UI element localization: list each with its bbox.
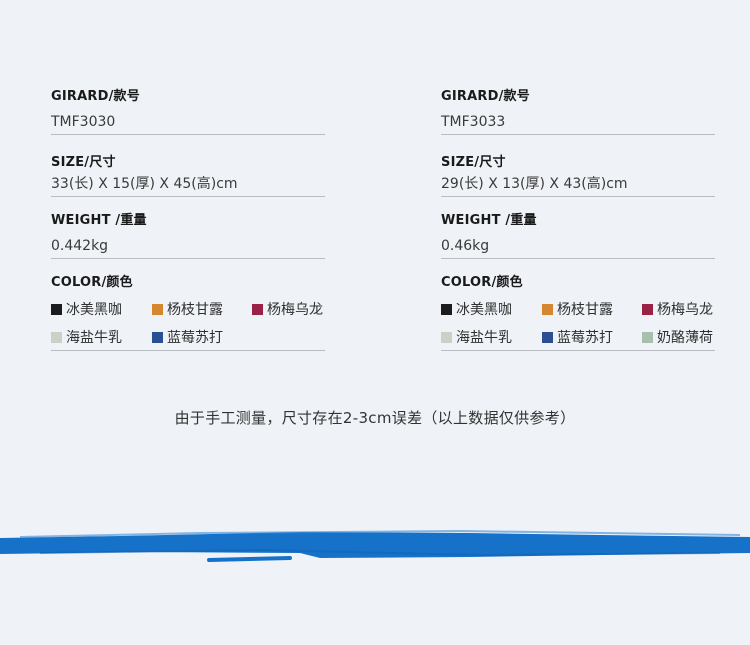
blue-brush-stroke	[0, 529, 750, 562]
weight-section: WEIGHT /重量 0.442kg	[51, 212, 325, 259]
color-swatch	[152, 303, 163, 315]
color-swatch	[51, 331, 62, 343]
color-name: 杨梅乌龙	[657, 302, 713, 318]
color-swatch	[542, 331, 553, 343]
size-value: 33(长) X 15(厚) X 45(高)cm	[51, 176, 238, 192]
color-name: 冰美黑咖	[456, 302, 512, 318]
weight-label: WEIGHT /重量	[51, 213, 147, 228]
color-name: 蓝莓苏打	[167, 330, 223, 346]
color-swatch	[51, 303, 62, 315]
color-section: COLOR/颜色 冰美黑咖 杨枝甘露 杨梅乌龙 海盐牛	[51, 274, 325, 351]
size-label: SIZE/尺寸	[441, 155, 506, 170]
color-swatches: 冰美黑咖 杨枝甘露 杨梅乌龙 海盐牛乳 蓝莓苏打	[441, 299, 715, 347]
size-section: SIZE/尺寸 29(长) X 13(厚) X 43(高)cm	[441, 154, 715, 197]
color-option: 杨枝甘露	[152, 299, 223, 319]
color-option: 奶酪薄荷	[642, 327, 713, 347]
color-option: 蓝莓苏打	[542, 327, 613, 347]
color-name: 奶酪薄荷	[657, 330, 713, 346]
divider	[441, 350, 715, 351]
color-swatch	[441, 303, 452, 315]
color-label: COLOR/颜色	[51, 275, 133, 290]
color-swatch	[252, 303, 263, 315]
weight-section: WEIGHT /重量 0.46kg	[441, 212, 715, 259]
color-swatch	[441, 331, 452, 343]
model-section: GIRARD/款号 TMF3030	[51, 88, 325, 135]
divider	[51, 134, 325, 135]
color-name: 蓝莓苏打	[557, 330, 613, 346]
color-option: 海盐牛乳	[51, 327, 122, 347]
color-name: 海盐牛乳	[456, 330, 512, 346]
color-section: COLOR/颜色 冰美黑咖 杨枝甘露 杨梅乌龙 海盐牛	[441, 274, 715, 351]
product-spec-left: GIRARD/款号 TMF3030 SIZE/尺寸 33(长) X 15(厚) …	[51, 88, 325, 351]
color-name: 海盐牛乳	[66, 330, 122, 346]
model-value: TMF3030	[51, 114, 116, 130]
color-swatch	[642, 331, 653, 343]
model-section: GIRARD/款号 TMF3033	[441, 88, 715, 135]
color-option: 海盐牛乳	[441, 327, 512, 347]
color-swatches: 冰美黑咖 杨枝甘露 杨梅乌龙 海盐牛乳 蓝莓苏打	[51, 299, 325, 347]
color-label: COLOR/颜色	[441, 275, 523, 290]
weight-value: 0.442kg	[51, 238, 109, 254]
divider	[51, 258, 325, 259]
color-option: 杨梅乌龙	[252, 299, 323, 319]
size-section: SIZE/尺寸 33(长) X 15(厚) X 45(高)cm	[51, 154, 325, 197]
measurement-note: 由于手工测量，尺寸存在2-3cm误差（以上数据仅供参考）	[174, 409, 576, 427]
color-name: 杨枝甘露	[167, 302, 223, 318]
weight-label: WEIGHT /重量	[441, 213, 537, 228]
weight-value: 0.46kg	[441, 238, 490, 254]
color-name: 冰美黑咖	[66, 302, 122, 318]
color-option: 杨梅乌龙	[642, 299, 713, 319]
product-spec-right: GIRARD/款号 TMF3033 SIZE/尺寸 29(长) X 13(厚) …	[441, 88, 715, 351]
divider	[51, 350, 325, 351]
color-option: 杨枝甘露	[542, 299, 613, 319]
model-value: TMF3033	[441, 114, 506, 130]
color-swatch	[642, 303, 653, 315]
divider	[441, 196, 715, 197]
divider	[51, 196, 325, 197]
color-option: 冰美黑咖	[441, 299, 512, 319]
divider	[441, 258, 715, 259]
model-label: GIRARD/款号	[441, 89, 530, 104]
color-name: 杨枝甘露	[557, 302, 613, 318]
color-option: 蓝莓苏打	[152, 327, 223, 347]
size-value: 29(长) X 13(厚) X 43(高)cm	[441, 176, 628, 192]
divider	[441, 134, 715, 135]
color-swatch	[542, 303, 553, 315]
size-label: SIZE/尺寸	[51, 155, 116, 170]
color-option: 冰美黑咖	[51, 299, 122, 319]
color-name: 杨梅乌龙	[267, 302, 323, 318]
color-swatch	[152, 331, 163, 343]
model-label: GIRARD/款号	[51, 89, 140, 104]
